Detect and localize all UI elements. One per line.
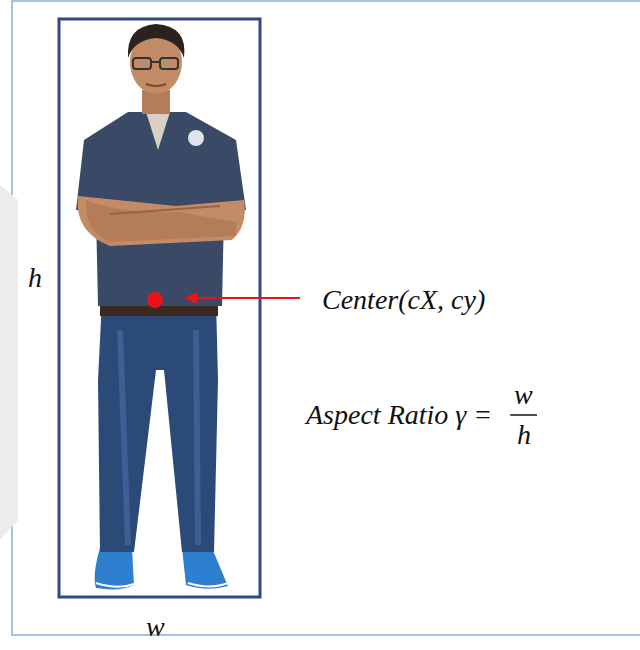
center-dot: [147, 292, 163, 308]
fraction-numerator: w: [514, 381, 533, 409]
slide-frame: [12, 1, 640, 635]
arrow-head: [184, 292, 197, 304]
fraction-bar: [510, 414, 537, 416]
width-label: w: [146, 613, 165, 641]
person-figure: [76, 24, 246, 589]
leader-arrow: [194, 297, 300, 299]
height-label: h: [28, 264, 42, 292]
center-label: Center(cX, cy): [322, 286, 485, 314]
fraction-denominator: h: [517, 421, 531, 449]
bounding-box: [59, 19, 260, 597]
watermark-shape: [0, 185, 18, 540]
formula-label: Aspect Ratio γ =: [306, 401, 492, 429]
